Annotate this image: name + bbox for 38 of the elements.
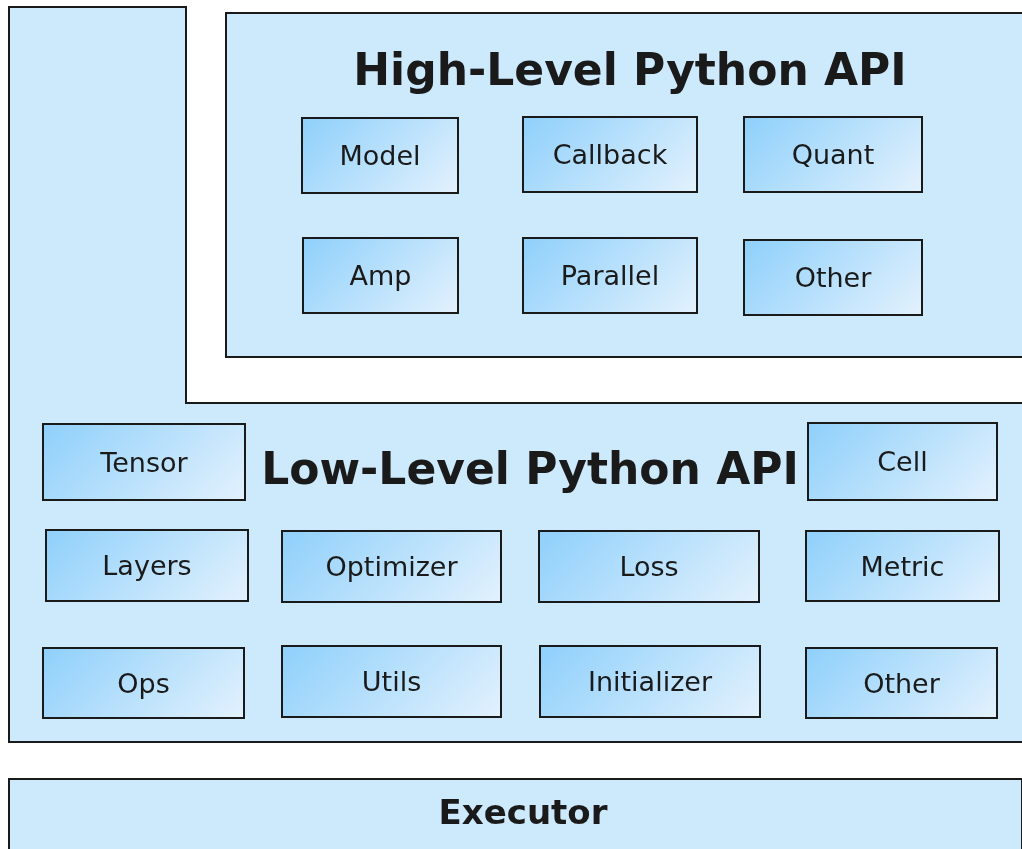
module-label: Optimizer	[325, 551, 458, 582]
module-box	[743, 116, 923, 193]
module-box	[281, 530, 502, 603]
module-label: Parallel	[560, 260, 660, 291]
module-label: Ops	[117, 667, 170, 699]
layer-title: Low-Level Python API	[261, 442, 799, 494]
module-box	[807, 422, 998, 501]
layer-title: High-Level Python API	[353, 43, 907, 95]
module-box	[805, 530, 1000, 602]
api-layer-panel	[8, 6, 1022, 743]
api-layer-panel	[8, 778, 1022, 849]
layer-title: Executor	[438, 792, 608, 832]
module-label: Layers	[102, 550, 192, 581]
module-label: Metric	[860, 550, 945, 582]
module-box	[45, 529, 249, 602]
module-label: Model	[339, 140, 421, 171]
module-box	[281, 645, 502, 718]
module-label: Initializer	[587, 666, 713, 697]
module-label: Callback	[552, 139, 668, 170]
module-box	[805, 647, 998, 719]
module-box	[302, 237, 459, 314]
module-label: Quant	[791, 139, 875, 170]
module-box	[743, 239, 923, 316]
module-box	[42, 647, 245, 719]
module-box	[538, 530, 760, 603]
api-layer-panel	[225, 12, 1022, 358]
module-box	[42, 423, 246, 501]
module-label: Tensor	[100, 446, 188, 478]
module-box	[539, 645, 761, 718]
module-label: Other	[794, 262, 872, 293]
module-label: Utils	[361, 666, 422, 697]
module-box	[522, 116, 698, 193]
module-box	[522, 237, 698, 314]
module-label: Loss	[619, 551, 679, 582]
module-box	[301, 117, 459, 194]
module-label: Amp	[349, 260, 412, 291]
module-label: Cell	[877, 446, 928, 477]
module-label: Other	[863, 667, 940, 699]
